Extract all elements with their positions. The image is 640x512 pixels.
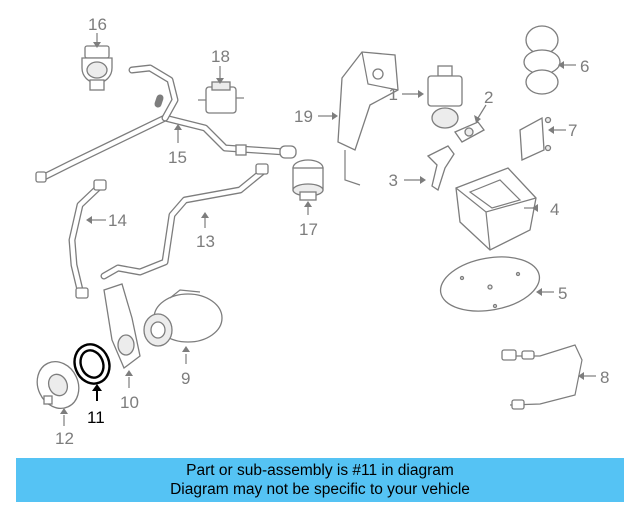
callout-16: 16 bbox=[88, 15, 107, 34]
callout-1: 1 bbox=[389, 85, 398, 104]
part-5-cover bbox=[439, 256, 541, 312]
parts-diagram: 16 18 15 14 13 bbox=[35, 15, 609, 448]
part-11-gasket-highlighted bbox=[73, 343, 111, 385]
arrow-3 bbox=[420, 176, 426, 184]
part-17-valve bbox=[292, 159, 324, 201]
callout-13: 13 bbox=[196, 232, 215, 251]
arrow-1 bbox=[418, 90, 424, 98]
callout-12: 12 bbox=[55, 429, 74, 448]
part-9-air-pump bbox=[143, 289, 223, 347]
callout-15: 15 bbox=[168, 148, 187, 167]
callout-19: 19 bbox=[294, 107, 313, 126]
arrow-11 bbox=[92, 384, 102, 391]
part-19-bracket bbox=[337, 51, 399, 186]
part-13-pipe bbox=[100, 163, 269, 280]
part-7-bracket bbox=[519, 116, 552, 161]
arrow-5 bbox=[536, 288, 542, 296]
part-14-hose bbox=[68, 179, 107, 299]
callout-2: 2 bbox=[484, 88, 493, 107]
part-1-valve bbox=[427, 65, 463, 129]
arrow-6 bbox=[558, 61, 564, 69]
info-banner: Part or sub-assembly is #11 in diagram D… bbox=[16, 458, 624, 502]
part-10-bracket bbox=[103, 283, 141, 370]
callout-9: 9 bbox=[181, 369, 190, 388]
arrow-8 bbox=[578, 372, 584, 380]
leader-2 bbox=[477, 104, 487, 119]
callout-7: 7 bbox=[568, 121, 577, 140]
arrow-16 bbox=[93, 42, 101, 48]
callout-11: 11 bbox=[87, 408, 105, 427]
callout-3: 3 bbox=[389, 171, 398, 190]
callout-17: 17 bbox=[299, 220, 318, 239]
arrow-9 bbox=[182, 346, 190, 352]
arrow-15 bbox=[174, 124, 182, 130]
arrow-13 bbox=[201, 212, 209, 218]
part-16-valve bbox=[81, 45, 113, 91]
callout-18: 18 bbox=[211, 47, 230, 66]
callout-14: 14 bbox=[108, 211, 127, 230]
part-15-vacuum-line bbox=[35, 64, 297, 183]
part-18-actuator bbox=[198, 81, 244, 114]
arrow-17 bbox=[304, 201, 312, 207]
callout-4: 4 bbox=[550, 200, 559, 219]
arrow-2 bbox=[474, 115, 481, 123]
part-6-boots bbox=[523, 25, 561, 95]
banner-line-disclaimer: Diagram may not be specific to your vehi… bbox=[170, 481, 470, 498]
arrow-4 bbox=[532, 204, 538, 212]
callout-6: 6 bbox=[580, 57, 589, 76]
part-2-gasket bbox=[454, 121, 485, 143]
part-4-module bbox=[455, 167, 537, 251]
arrow-10 bbox=[125, 370, 133, 376]
arrow-18 bbox=[216, 78, 224, 84]
arrow-19 bbox=[332, 112, 338, 120]
part-3-bracket bbox=[426, 145, 455, 192]
callout-8: 8 bbox=[600, 368, 609, 387]
callout-10: 10 bbox=[120, 393, 139, 412]
arrow-12 bbox=[60, 408, 68, 414]
arrow-14 bbox=[86, 216, 92, 224]
callout-5: 5 bbox=[558, 284, 567, 303]
part-12-flange bbox=[36, 361, 80, 409]
part-8-sensor bbox=[501, 344, 583, 410]
banner-line-part: Part or sub-assembly is #11 in diagram bbox=[186, 462, 454, 479]
arrow-7 bbox=[548, 126, 554, 134]
